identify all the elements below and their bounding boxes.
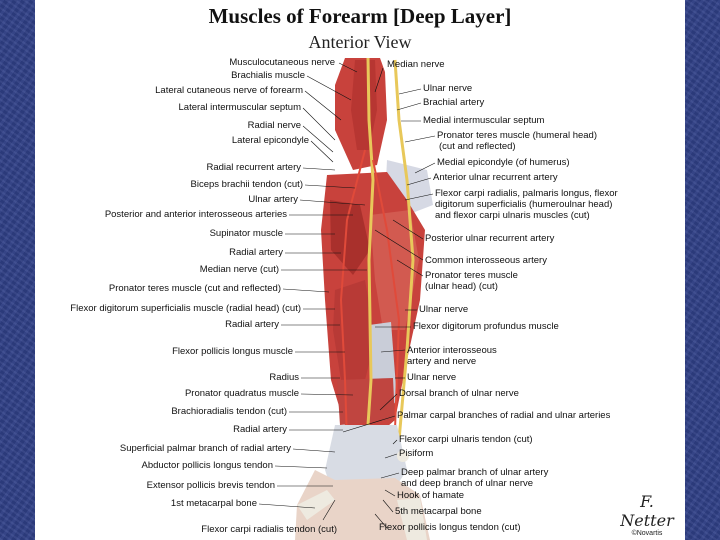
forearm-illustration bbox=[258, 57, 436, 540]
label-flexor-group-2: digitorum superficialis (humeroulnar hea… bbox=[435, 199, 613, 210]
label-anterior-interosseous-2: artery and nerve bbox=[407, 356, 477, 367]
label-fds-radial-head: Flexor digitorum superficialis muscle (r… bbox=[70, 303, 301, 314]
label-anterior-interosseous-1: Anterior interosseous bbox=[407, 345, 497, 356]
flexor-digitorum-profundus bbox=[370, 210, 419, 330]
label-medial-intermuscular-septum: Medial intermuscular septum bbox=[423, 115, 545, 126]
label-flexor-pollicis-longus: Flexor pollicis longus muscle bbox=[172, 346, 293, 357]
label-medial-epicondyle: Medial epicondyle (of humerus) bbox=[437, 157, 570, 168]
label-fdp-muscle: Flexor digitorum profundus muscle bbox=[413, 321, 559, 332]
label-ulnar-nerve-3: Ulnar nerve bbox=[407, 372, 457, 383]
label-radial-artery-1: Radial artery bbox=[229, 247, 283, 258]
label-fcr-tendon: Flexor carpi radialis tendon (cut) bbox=[201, 524, 337, 535]
label-common-interosseous: Common interosseous artery bbox=[425, 255, 547, 266]
label-radial-artery-2: Radial artery bbox=[225, 319, 279, 330]
pisiform bbox=[397, 450, 409, 462]
label-ulnar-nerve-2: Ulnar nerve bbox=[419, 304, 469, 315]
fifth-metacarpal bbox=[397, 498, 427, 540]
label-radial-nerve: Radial nerve bbox=[247, 120, 301, 131]
label-pronator-teres-reflected: Pronator teres muscle (cut and reflected… bbox=[108, 283, 281, 294]
label-deep-palmar-2: and deep branch of ulnar nerve bbox=[401, 478, 534, 489]
signature-mark: F. Netter bbox=[620, 492, 674, 530]
label-fcu-tendon: Flexor carpi ulnaris tendon (cut) bbox=[399, 434, 533, 445]
median-nerve bbox=[363, 57, 375, 471]
label-pronator-quadratus: Pronator quadratus muscle bbox=[184, 388, 299, 399]
pronator-quadratus bbox=[337, 378, 395, 425]
label-posterior-ulnar-recurrent: Posterior ulnar recurrent artery bbox=[425, 233, 555, 244]
label-median-nerve-cut: Median nerve (cut) bbox=[199, 264, 279, 275]
label-biceps-brachii-tendon: Biceps brachii tendon (cut) bbox=[190, 179, 303, 190]
label-flexor-group-3: and flexor carpi ulnaris muscles (cut) bbox=[435, 210, 590, 221]
label-first-metacarpal: 1st metacarpal bone bbox=[170, 498, 257, 509]
label-hook-of-hamate: Hook of hamate bbox=[397, 490, 465, 501]
supinator-muscle bbox=[330, 200, 370, 275]
first-metacarpal bbox=[297, 490, 335, 520]
slide-subtitle: Anterior View bbox=[308, 32, 412, 52]
slide: Muscles of Forearm [Deep Layer] Anterior… bbox=[35, 0, 685, 540]
label-musculocutaneous-nerve: Musculocutaneous nerve bbox=[229, 57, 335, 68]
label-palmar-carpal-branches: Palmar carpal branches of radial and uln… bbox=[397, 410, 611, 421]
label-fpl-tendon: Flexor pollicis longus tendon (cut) bbox=[379, 522, 521, 533]
label-superficial-palmar-branch: Superficial palmar branch of radial arte… bbox=[119, 443, 291, 454]
label-pronator-teres-humeral-2: (cut and reflected) bbox=[439, 141, 516, 152]
left-leader-lines bbox=[258, 62, 367, 521]
label-lateral-intermuscular-septum: Lateral intermuscular septum bbox=[178, 102, 302, 113]
label-anterior-ulnar-recurrent: Anterior ulnar recurrent artery bbox=[433, 172, 558, 183]
ulnar-artery bbox=[372, 159, 401, 431]
copyright-text: ©Novartis bbox=[631, 530, 663, 537]
label-radial-recurrent-artery: Radial recurrent artery bbox=[206, 162, 301, 173]
label-abductor-pollicis-longus: Abductor pollicis longus tendon bbox=[141, 460, 273, 471]
label-median-nerve: Median nerve bbox=[387, 59, 445, 70]
label-radius: Radius bbox=[269, 372, 299, 383]
label-pronator-teres-humeral: Pronator teres muscle (humeral head) bbox=[437, 130, 597, 141]
radial-artery bbox=[339, 149, 366, 441]
label-extensor-pollicis-brevis: Extensor pollicis brevis tendon bbox=[146, 480, 275, 491]
label-flexor-group-1: Flexor carpi radialis, palmaris longus, … bbox=[435, 188, 618, 199]
right-leader-lines bbox=[342, 67, 436, 529]
label-pisiform: Pisiform bbox=[399, 448, 434, 459]
label-supinator-muscle: Supinator muscle bbox=[209, 228, 283, 239]
label-deep-palmar-1: Deep palmar branch of ulnar artery bbox=[401, 467, 549, 478]
label-brachial-artery: Brachial artery bbox=[423, 97, 485, 108]
label-lateral-epicondyle: Lateral epicondyle bbox=[231, 135, 309, 146]
label-brachialis-muscle: Brachialis muscle bbox=[231, 70, 305, 81]
label-ulnar-nerve-1: Ulnar nerve bbox=[423, 83, 473, 94]
label-fifth-metacarpal: 5th metacarpal bone bbox=[395, 506, 482, 517]
label-pronator-teres-ulnar-1: Pronator teres muscle bbox=[425, 270, 518, 281]
label-ulnar-artery: Ulnar artery bbox=[248, 194, 298, 205]
label-radial-artery-3: Radial artery bbox=[233, 424, 287, 435]
label-brachioradialis-tendon: Brachioradialis tendon (cut) bbox=[171, 406, 287, 417]
label-interosseous-arteries: Posterior and anterior interosseous arte… bbox=[104, 209, 287, 220]
label-lateral-cutaneous-nerve: Lateral cutaneous nerve of forearm bbox=[155, 85, 303, 96]
ulnar-nerve bbox=[393, 59, 415, 441]
hand bbox=[295, 470, 430, 540]
slide-title: Muscles of Forearm [Deep Layer] bbox=[208, 4, 512, 28]
label-dorsal-branch-ulnar: Dorsal branch of ulnar nerve bbox=[399, 388, 519, 399]
netter-signature: F. Netter ©Novartis bbox=[617, 492, 677, 537]
label-pronator-teres-ulnar-2: (ulnar head) (cut) bbox=[425, 281, 498, 292]
